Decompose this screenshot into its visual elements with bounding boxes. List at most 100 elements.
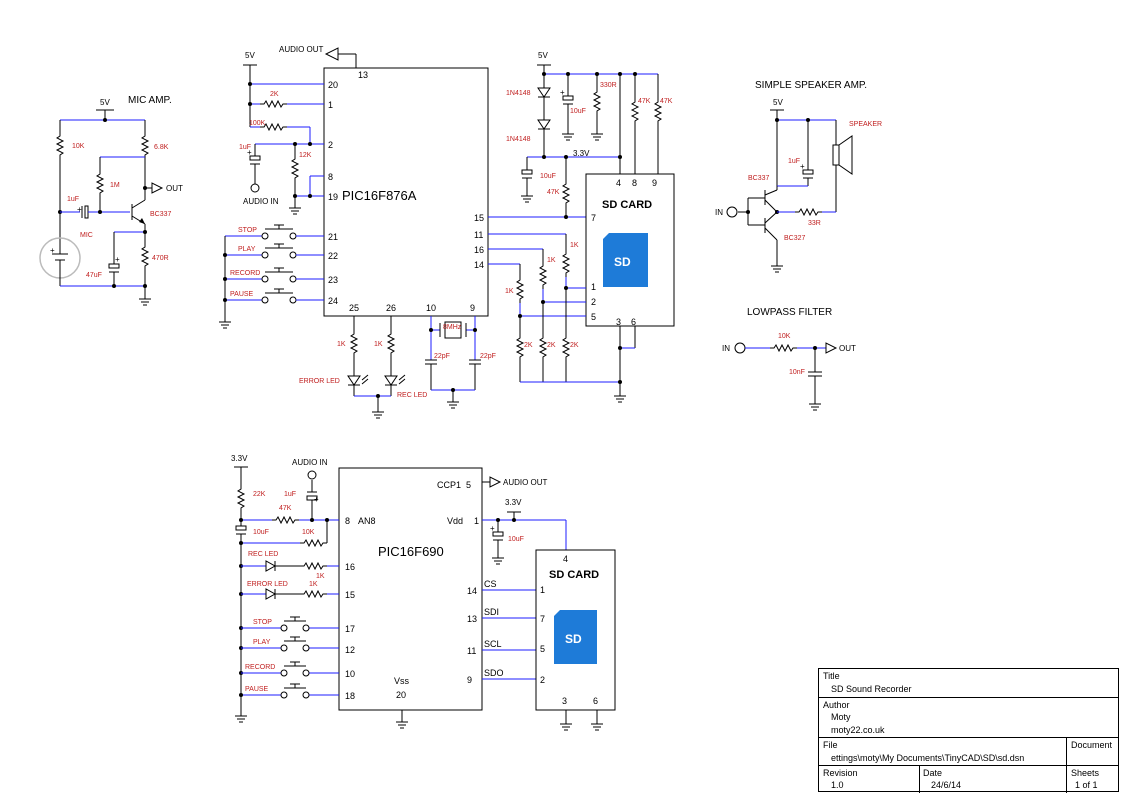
svg-text:12: 12 — [345, 645, 355, 655]
capacitor-1uf-in — [249, 155, 261, 161]
svg-text:3.3V: 3.3V — [505, 498, 522, 507]
capacitor-1uf-speaker — [802, 169, 814, 175]
audio-out-label: AUDIO OUT — [279, 45, 324, 54]
pic16f690-label: PIC16F690 — [378, 544, 444, 559]
sd-card-1-title: SD CARD — [602, 199, 652, 211]
svg-text:2K: 2K — [547, 342, 556, 349]
svg-text:1K: 1K — [337, 341, 346, 348]
svg-text:CS: CS — [484, 579, 497, 589]
capacitor-10uf-3v3 — [521, 169, 533, 175]
svg-text:19: 19 — [328, 192, 338, 202]
error-led-2-icon — [265, 588, 277, 600]
svg-text:3.3V: 3.3V — [231, 454, 248, 463]
resistor-2k-a — [562, 333, 570, 362]
speaker-in-jack — [726, 206, 738, 218]
svg-text:22K: 22K — [253, 491, 266, 498]
svg-text:AN8: AN8 — [358, 516, 376, 526]
sd-card-1 — [585, 173, 675, 327]
svg-text:47K: 47K — [638, 98, 651, 105]
r-1m-label: 1M — [110, 182, 120, 189]
button-record-1: RECORD — [230, 267, 297, 283]
capacitor-10uf-5v — [562, 95, 574, 101]
svg-text:2: 2 — [540, 675, 545, 685]
svg-text:BC337: BC337 — [748, 175, 770, 182]
svg-text:7: 7 — [540, 614, 545, 624]
svg-text:STOP: STOP — [238, 227, 257, 234]
svg-text:15: 15 — [474, 213, 484, 223]
svg-text:SD: SD — [614, 255, 631, 269]
svg-text:SCL: SCL — [484, 639, 502, 649]
svg-text:1K: 1K — [570, 242, 579, 249]
svg-text:3: 3 — [562, 696, 567, 706]
svg-text:1: 1 — [474, 516, 479, 526]
diode-1n4148-2 — [537, 119, 551, 130]
svg-text:OUT: OUT — [839, 344, 856, 353]
button-pause-2: PAUSE — [245, 683, 310, 699]
resistor-33r — [794, 208, 823, 216]
svg-text:23: 23 — [328, 275, 338, 285]
rec-led-label: REC LED — [397, 392, 427, 399]
svg-text:22pF: 22pF — [434, 353, 450, 360]
rec-led-icon — [384, 375, 398, 386]
svg-text:6: 6 — [593, 696, 598, 706]
c-1uf-in-label: 1uF — [239, 144, 251, 151]
resistor-10k-690 — [299, 539, 328, 547]
lowpass-section: LOWPASS FILTER IN 10K OUT 10nF — [722, 307, 856, 411]
pic16f690-chip — [338, 467, 483, 711]
capacitor-1uf-690 — [306, 495, 318, 501]
svg-text:+: + — [247, 148, 252, 157]
svg-text:1N4148: 1N4148 — [506, 90, 531, 97]
svg-text:10K: 10K — [302, 529, 315, 536]
svg-text:9: 9 — [652, 178, 657, 188]
resistor-2k-b — [539, 333, 547, 362]
svg-text:10uF: 10uF — [540, 173, 556, 180]
svg-text:24: 24 — [328, 296, 338, 306]
svg-text:11: 11 — [474, 230, 483, 240]
mic-out-label: OUT — [166, 184, 183, 193]
revision-value: 1.0 — [831, 780, 844, 790]
svg-text:21: 21 — [328, 232, 338, 242]
title-block: Title SD Sound Recorder Author Moty moty… — [818, 668, 1119, 793]
svg-text:RECORD: RECORD — [230, 270, 260, 277]
svg-text:3: 3 — [616, 317, 621, 327]
sd-card-2-title: SD CARD — [549, 569, 599, 581]
crystal-8mhz — [444, 321, 462, 339]
svg-text:1K: 1K — [309, 581, 318, 588]
button-play-2: PLAY — [253, 636, 310, 652]
resistor-47k-c — [562, 179, 570, 208]
svg-text:+: + — [560, 88, 565, 97]
svg-text:5V: 5V — [538, 51, 548, 60]
speaker-amp-title: SIMPLE SPEAKER AMP. — [755, 80, 867, 91]
svg-text:1uF: 1uF — [788, 158, 800, 165]
resistor-10k-lowpass — [769, 344, 798, 352]
document-label: Document — [1071, 740, 1113, 750]
sd-card-2-section: SD CARD SD 4 1 7 5 2 3 6 — [535, 549, 616, 731]
svg-text:16: 16 — [345, 562, 355, 572]
svg-text:9: 9 — [467, 675, 472, 685]
svg-text:4: 4 — [616, 178, 621, 188]
button-pause-1: PAUSE — [230, 288, 297, 304]
svg-text:2: 2 — [591, 297, 596, 307]
audio-out-2-port-icon — [489, 476, 502, 488]
svg-text:8MHz: 8MHz — [443, 324, 462, 331]
svg-text:13: 13 — [467, 614, 477, 624]
bc337-label: BC337 — [150, 211, 172, 218]
resistor-12k — [291, 154, 299, 183]
pic16f690-section: PIC16F690 CCP1 5 8 AN8 Vdd 1 16 15 17 12… — [231, 454, 567, 729]
svg-text:10nF: 10nF — [789, 369, 805, 376]
resistor-10k — [56, 131, 64, 160]
svg-text:1: 1 — [540, 585, 545, 595]
sd-card-2 — [535, 549, 616, 711]
svg-text:ERROR LED: ERROR LED — [247, 581, 288, 588]
resistor-1k-error — [299, 590, 328, 598]
error-led-icon — [347, 375, 361, 386]
resistor-1k-a — [562, 249, 570, 278]
svg-text:SDI: SDI — [484, 607, 499, 617]
title-label: Title — [823, 671, 840, 681]
svg-text:9: 9 — [470, 303, 475, 313]
resistor-330r — [593, 87, 601, 116]
diode-1n4148-1 — [537, 87, 551, 98]
resistor-1m — [96, 169, 104, 198]
svg-text:1K: 1K — [374, 341, 383, 348]
resistor-2k — [259, 100, 288, 108]
